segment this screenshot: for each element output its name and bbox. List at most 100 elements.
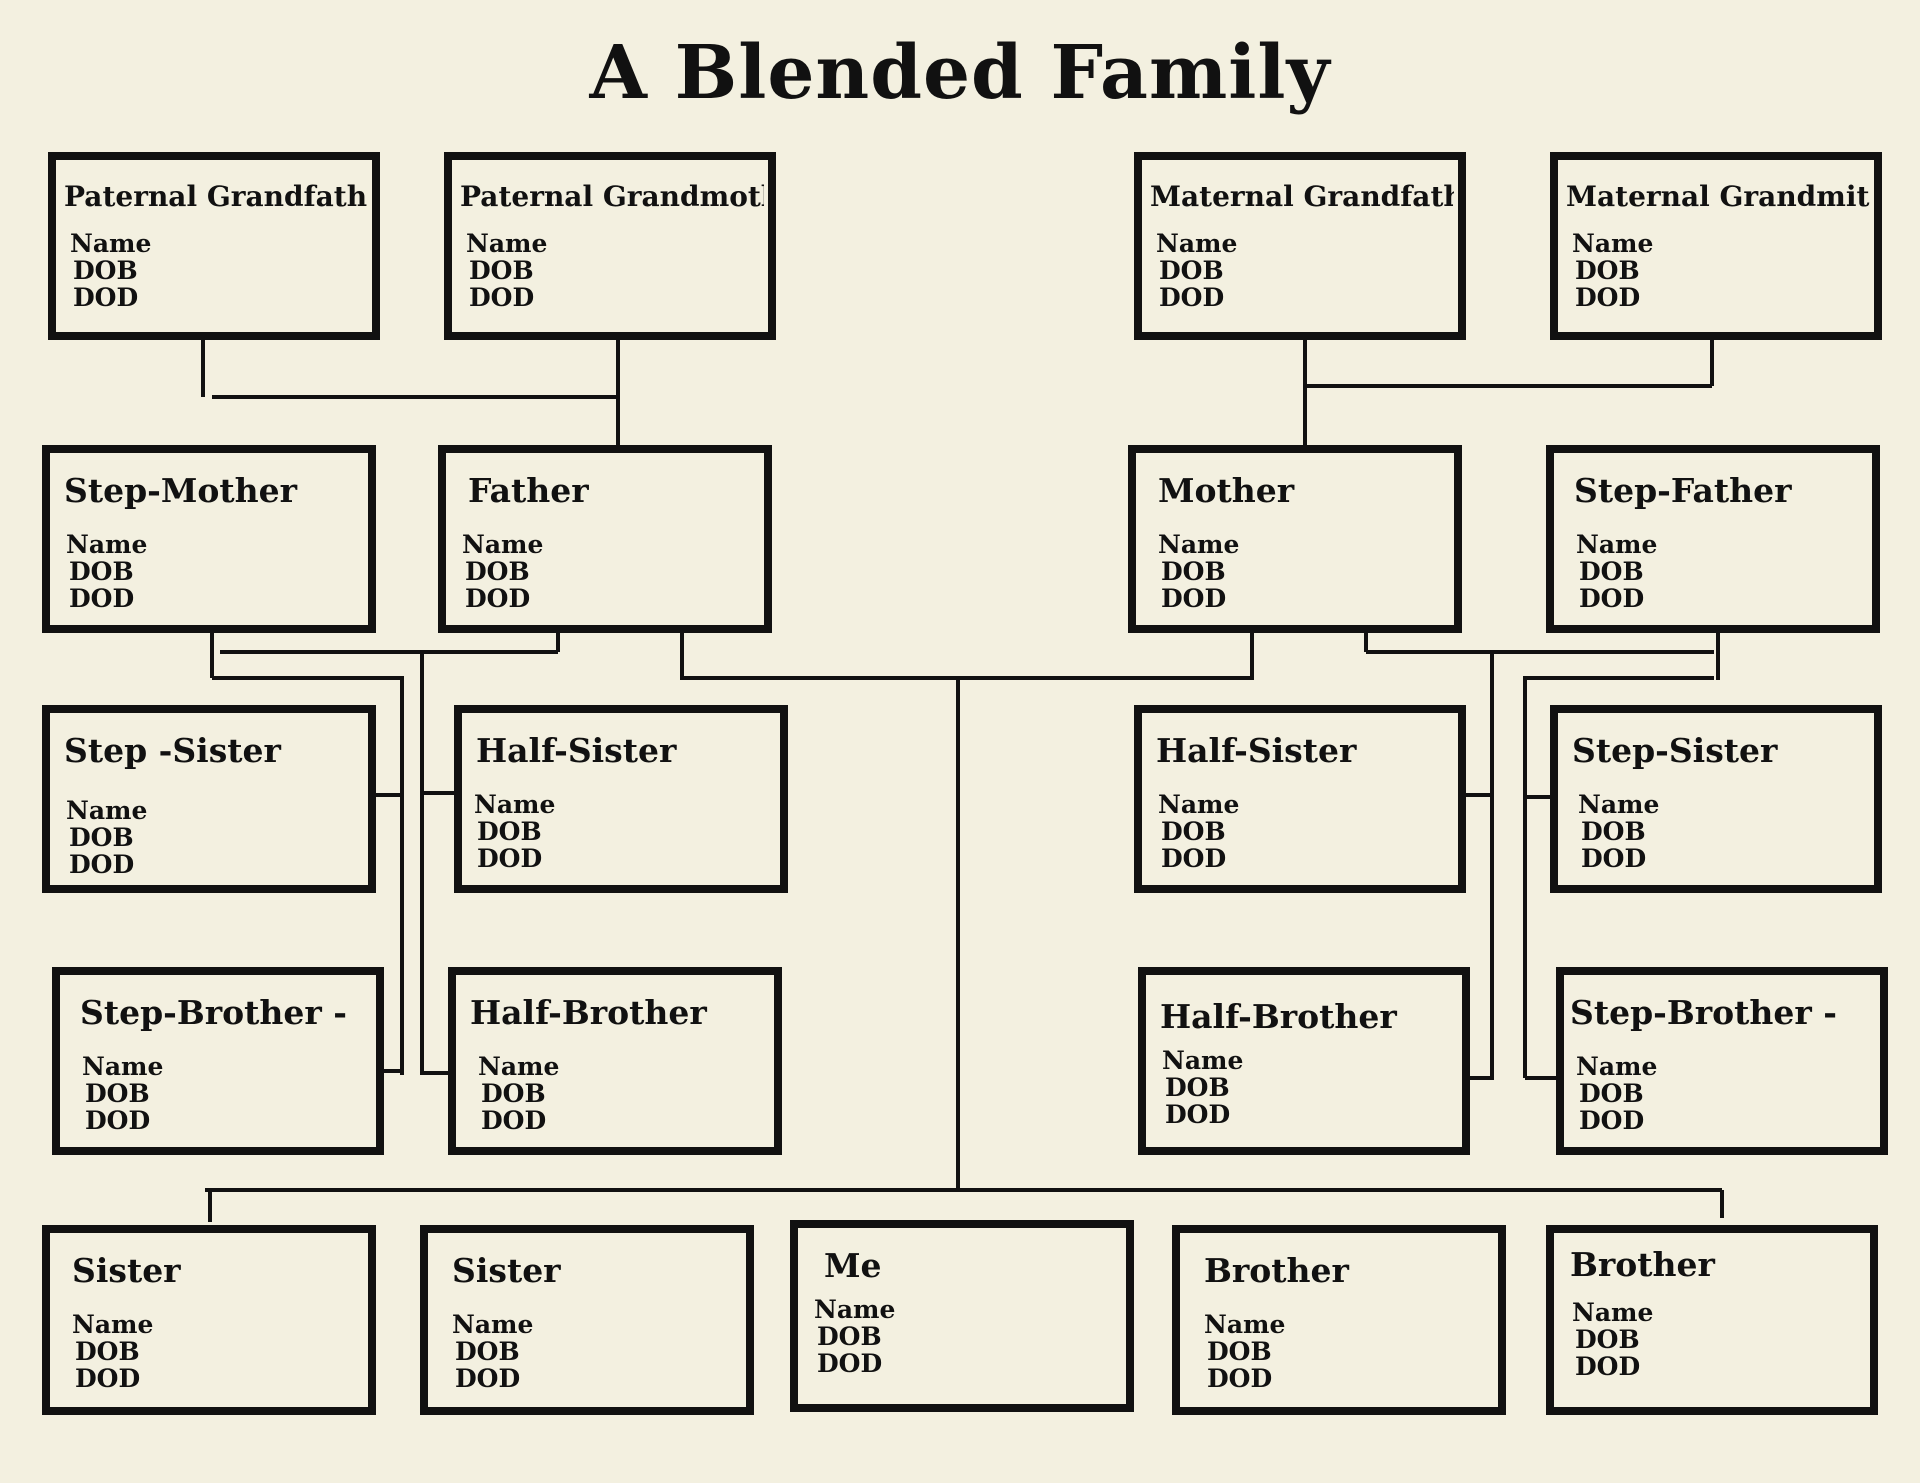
heading-step-sister-right: Step-Sister <box>1572 731 1778 770</box>
field-dod: DOD <box>1207 1364 1273 1393</box>
box-me: Me Name DOB DOD <box>790 1220 1134 1412</box>
field-dob: DOB <box>1581 817 1646 846</box>
field-dob: DOB <box>1579 1079 1644 1108</box>
field-dob: DOB <box>1575 1325 1640 1354</box>
heading-sister-2: Sister <box>452 1251 561 1290</box>
field-dob: DOB <box>455 1337 520 1366</box>
field-dod: DOD <box>1575 1352 1641 1381</box>
field-name: Name <box>82 1052 164 1081</box>
box-half-brother-right: Half-Brother Name DOB DOD <box>1138 967 1470 1155</box>
heading-half-sister-left: Half-Sister <box>476 731 677 770</box>
field-name: Name <box>66 796 148 825</box>
box-mother: Mother Name DOB DOD <box>1128 445 1462 633</box>
heading-brother-1: Brother <box>1204 1251 1349 1290</box>
heading-step-brother-right: Step-Brother - <box>1570 993 1837 1032</box>
box-sister-1: Sister Name DOB DOD <box>42 1225 376 1415</box>
connector-father-to-center <box>680 630 1254 680</box>
box-paternal-grandfather: Paternal Grandfather Name DOB DOD <box>48 152 380 340</box>
field-dod: DOD <box>465 584 531 613</box>
field-name: Name <box>1158 530 1240 559</box>
fields-step-brother-left: Name DOB DOD <box>82 1053 163 1134</box>
heading-maternal-grandfather: Maternal Grandfather <box>1150 180 1454 213</box>
fields-step-mother: Name DOB DOD <box>66 531 147 612</box>
field-dod: DOD <box>1165 1100 1231 1129</box>
connector-right-step-bus <box>1523 676 1714 1078</box>
field-dod: DOD <box>1581 844 1647 873</box>
fields-me: Name DOB DOD <box>814 1296 895 1377</box>
fields-half-sister-right: Name DOB DOD <box>1158 791 1239 872</box>
field-name: Name <box>66 530 148 559</box>
field-dob: DOB <box>69 823 134 852</box>
box-maternal-grandfather: Maternal Grandfather Name DOB DOD <box>1134 152 1466 340</box>
heading-half-brother-right: Half-Brother <box>1160 997 1397 1036</box>
field-dob: DOB <box>1159 256 1224 285</box>
heading-father: Father <box>468 471 589 510</box>
field-dod: DOD <box>817 1349 883 1378</box>
field-dod: DOD <box>1579 584 1645 613</box>
box-step-sister-right: Step-Sister Name DOB DOD <box>1550 705 1882 893</box>
field-name: Name <box>1158 790 1240 819</box>
field-dod: DOD <box>477 844 543 873</box>
field-name: Name <box>474 790 556 819</box>
field-dod: DOD <box>455 1364 521 1393</box>
field-dod: DOD <box>1575 283 1641 312</box>
box-half-sister-right: Half-Sister Name DOB DOD <box>1134 705 1466 893</box>
box-half-brother-left: Half-Brother Name DOB DOD <box>448 967 782 1155</box>
fields-step-sister-right: Name DOB DOD <box>1578 791 1659 872</box>
field-dod: DOD <box>1579 1106 1645 1135</box>
field-name: Name <box>478 1052 560 1081</box>
field-name: Name <box>1576 1052 1658 1081</box>
field-dob: DOB <box>465 557 530 586</box>
fields-brother-2: Name DOB DOD <box>1572 1299 1653 1380</box>
connector-left-step-bus <box>212 676 404 1075</box>
box-maternal-grandmother: Maternal Grandmither Name DOB DOD <box>1550 152 1882 340</box>
heading-paternal-grandfather: Paternal Grandfather <box>64 180 368 213</box>
fields-brother-1: Name DOB DOD <box>1204 1311 1285 1392</box>
field-name: Name <box>466 229 548 258</box>
field-dod: DOD <box>85 1106 151 1135</box>
field-dod: DOD <box>69 584 135 613</box>
box-step-brother-right: Step-Brother - Name DOB DOD <box>1556 967 1888 1155</box>
field-name: Name <box>70 229 152 258</box>
fields-maternal-grandmother: Name DOB DOD <box>1572 230 1653 311</box>
fields-step-father: Name DOB DOD <box>1576 531 1657 612</box>
field-name: Name <box>1572 229 1654 258</box>
fields-maternal-grandfather: Name DOB DOD <box>1156 230 1237 311</box>
diagram-title: A Blended Family <box>589 30 1331 116</box>
box-sister-2: Sister Name DOB DOD <box>420 1225 754 1415</box>
field-dob: DOB <box>69 557 134 586</box>
field-name: Name <box>1576 530 1658 559</box>
field-dod: DOD <box>1159 283 1225 312</box>
fields-half-brother-right: Name DOB DOD <box>1162 1047 1243 1128</box>
box-father: Father Name DOB DOD <box>438 445 772 633</box>
field-name: Name <box>1578 790 1660 819</box>
fields-mother: Name DOB DOD <box>1158 531 1239 612</box>
field-dob: DOB <box>1579 557 1644 586</box>
heading-mother: Mother <box>1158 471 1295 510</box>
box-half-sister-left: Half-Sister Name DOB DOD <box>454 705 788 893</box>
field-dod: DOD <box>469 283 535 312</box>
field-dod: DOD <box>73 283 139 312</box>
heading-sister-1: Sister <box>72 1251 181 1290</box>
field-dob: DOB <box>1161 817 1226 846</box>
field-dob: DOB <box>477 817 542 846</box>
box-step-father: Step-Father Name DOB DOD <box>1546 445 1880 633</box>
box-step-sister-left: Step -Sister Name DOB DOD <box>42 705 376 893</box>
heading-brother-2: Brother <box>1570 1245 1715 1284</box>
heading-half-sister-right: Half-Sister <box>1156 731 1357 770</box>
heading-step-mother: Step-Mother <box>64 471 297 510</box>
field-dob: DOB <box>481 1079 546 1108</box>
field-dod: DOD <box>481 1106 547 1135</box>
field-dob: DOB <box>469 256 534 285</box>
heading-step-sister-left: Step -Sister <box>64 731 281 770</box>
field-dod: DOD <box>1161 584 1227 613</box>
field-name: Name <box>72 1310 154 1339</box>
box-step-mother: Step-Mother Name DOB DOD <box>42 445 376 633</box>
box-brother-1: Brother Name DOB DOD <box>1172 1225 1506 1415</box>
heading-paternal-grandmother: Paternal Grandmother <box>460 180 764 213</box>
field-name: Name <box>814 1295 896 1324</box>
heading-maternal-grandmother: Maternal Grandmither <box>1566 180 1870 213</box>
field-dob: DOB <box>73 256 138 285</box>
